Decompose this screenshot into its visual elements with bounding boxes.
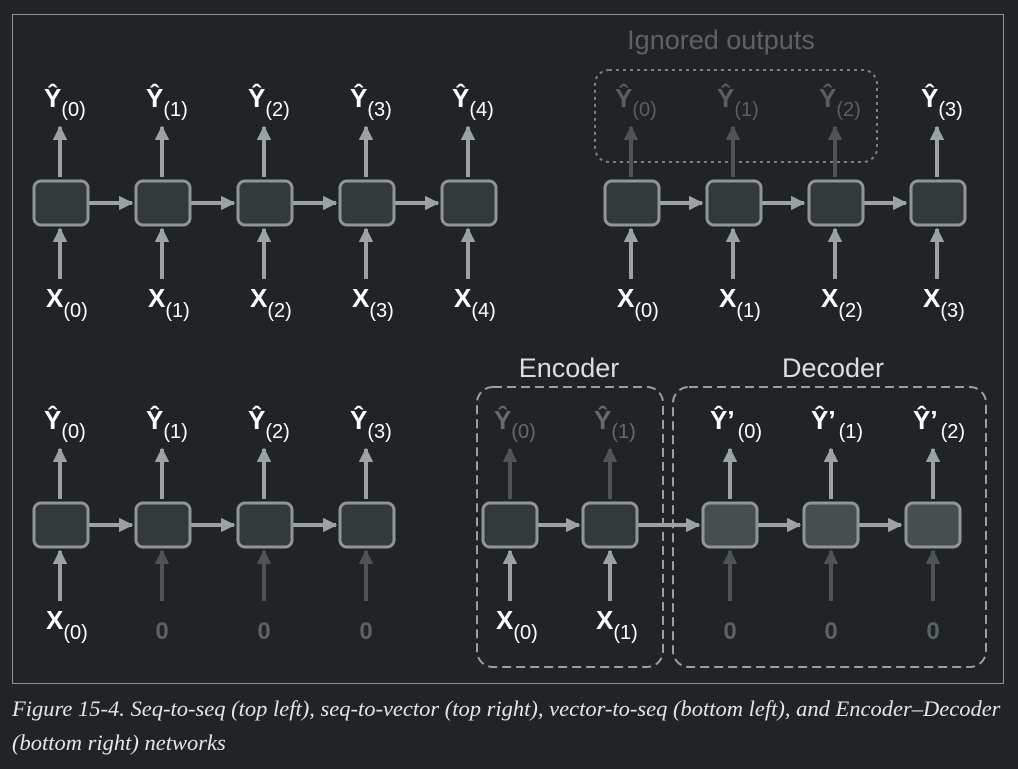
output-label: Ŷ(2): [248, 405, 290, 443]
rnn-cell: [338, 501, 396, 549]
rnn-cell: [134, 501, 192, 549]
decoder-cell: [904, 501, 962, 549]
input-label: X(3): [923, 283, 965, 322]
rnn-cell: [236, 501, 294, 549]
figure-frame: Ignored outputs Encoder Decoder: [12, 14, 1004, 684]
rnn-cell: [705, 179, 763, 227]
ignored-output-label: Ŷ(1): [594, 405, 636, 443]
decoder-output-label: Ŷ’(1): [811, 405, 863, 443]
input-label: X(2): [250, 283, 292, 322]
rnn-cell: [236, 179, 294, 227]
zero-input: 0: [359, 618, 372, 645]
input-label: X(0): [617, 283, 659, 322]
output-label: Ŷ(0): [44, 83, 86, 121]
rnn-cell: [440, 179, 498, 227]
output-label: Ŷ(2): [248, 83, 290, 121]
input-label: X(1): [596, 605, 638, 644]
output-label: Ŷ(0): [44, 405, 86, 443]
input-label: X(4): [454, 283, 496, 322]
encoder-cell: [481, 501, 539, 549]
rnn-cell: [909, 179, 967, 227]
zero-input: 0: [723, 618, 736, 645]
input-label: X(1): [719, 283, 761, 322]
decoder-label: Decoder: [782, 353, 884, 383]
input-label: X(0): [46, 283, 88, 322]
input-label: X(3): [352, 283, 394, 322]
ignored-output-label: Ŷ(2): [819, 83, 861, 121]
rnn-cell: [134, 179, 192, 227]
rnn-cell: [32, 179, 90, 227]
input-label: X(2): [821, 283, 863, 322]
decoder-cell: [701, 501, 759, 549]
rnn-cell: [603, 179, 661, 227]
input-label: X(0): [46, 605, 88, 644]
ignored-output-label: Ŷ(0): [494, 405, 536, 443]
zero-input: 0: [926, 618, 939, 645]
ignored-output-label: Ŷ(1): [717, 83, 759, 121]
rnn-diagram: Ignored outputs Encoder Decoder: [32, 25, 987, 668]
encoder-decoder-panel: Ŷ(0) Ŷ(1) Ŷ’(0) Ŷ’(1) Ŷ’(2) X(0) X(…: [481, 405, 965, 645]
encoder-cell: [581, 501, 639, 549]
ignored-output-label: Ŷ(0): [615, 83, 657, 121]
decoder-output-label: Ŷ’(2): [913, 405, 965, 443]
seq-to-vector-panel: Ŷ(0) Ŷ(1) Ŷ(2) Ŷ(3) X(0) X(1) X(2) X…: [603, 83, 967, 322]
input-label: X(1): [148, 283, 190, 322]
decoder-output-label: Ŷ’(0): [710, 405, 762, 443]
input-label: X(0): [496, 605, 538, 644]
ignored-outputs-box: [594, 69, 878, 163]
rnn-cell: [32, 501, 90, 549]
output-label: Ŷ(3): [350, 83, 392, 121]
output-label: Ŷ(3): [350, 405, 392, 443]
output-label: Ŷ(4): [452, 83, 494, 121]
seq-to-seq-panel: Ŷ(0) Ŷ(1) Ŷ(2) Ŷ(3) Ŷ(4) X(0) X(1) …: [32, 83, 498, 322]
figure-caption: Figure 15-4. Seq-to-seq (top left), seq-…: [12, 696, 1001, 755]
zero-input: 0: [257, 618, 270, 645]
zero-input: 0: [824, 618, 837, 645]
output-label: Ŷ(1): [146, 83, 188, 121]
vector-to-seq-panel: Ŷ(0) Ŷ(1) Ŷ(2) Ŷ(3) X(0) 0 0 0: [32, 405, 396, 645]
encoder-label: Encoder: [519, 353, 620, 383]
ignored-outputs-label: Ignored outputs: [627, 25, 815, 55]
rnn-cell: [338, 179, 396, 227]
rnn-cell: [807, 179, 865, 227]
output-label: Ŷ(3): [921, 83, 963, 121]
decoder-cell: [802, 501, 860, 549]
output-label: Ŷ(1): [146, 405, 188, 443]
zero-input: 0: [155, 618, 168, 645]
